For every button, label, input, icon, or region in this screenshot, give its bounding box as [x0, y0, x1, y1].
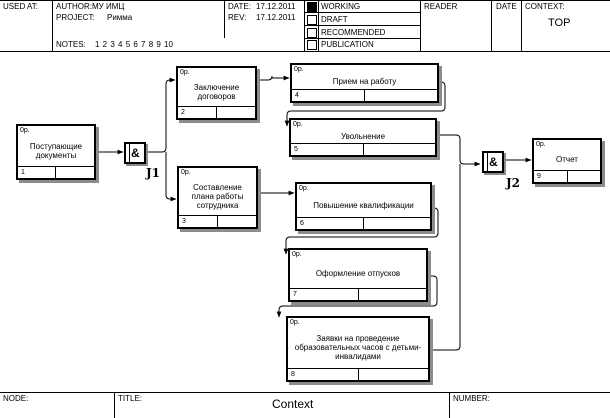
rev-label: REV:: [228, 13, 247, 22]
diagram-header: USED AT: AUTHOR: МУ ИМЦ PROJECT: Римма D…: [0, 0, 610, 52]
box-number: 4: [295, 92, 299, 99]
box-cost: 0р.: [299, 185, 309, 192]
arrow-hiring-to-dismissal: [284, 81, 446, 127]
box-footer: [297, 217, 430, 229]
notes-label: NOTES:: [56, 40, 86, 49]
box-number: 7: [293, 291, 297, 298]
box-cost: 0р.: [294, 66, 304, 73]
activity-box-6[interactable]: 0р. Повышение квалификации 6: [295, 182, 432, 231]
box-cost: 0р.: [292, 251, 302, 258]
number-label: NUMBER:: [453, 394, 490, 403]
box-number: 9: [537, 173, 541, 180]
status-publication-marker: [307, 40, 317, 50]
junction-and-symbol: &: [131, 146, 140, 160]
box-label: Отчет: [556, 155, 578, 164]
arrow-requests-to-j2: [428, 164, 461, 351]
arrow-vacations-to-requests: [276, 275, 438, 318]
project-label: PROJECT:: [56, 13, 95, 22]
activity-box-1[interactable]: 0р. Поступающие документы 1: [16, 124, 96, 180]
rev-value: 17.12.2011: [256, 13, 296, 22]
junction-bar: [129, 144, 130, 162]
junction-j2-label: J2: [506, 176, 521, 190]
box-cost: 0р.: [293, 121, 303, 128]
status-draft-marker: [307, 15, 317, 25]
used-at-label: USED AT:: [3, 2, 38, 11]
status-publication: PUBLICATION: [321, 40, 374, 49]
status-recommended-marker: [307, 28, 317, 38]
junction-j1-label: J1: [146, 166, 161, 180]
arrow-j1-to-plan: [165, 152, 177, 202]
box-number: 6: [300, 220, 304, 227]
date-label: DATE:: [228, 2, 251, 11]
author-value: МУ ИМЦ: [92, 2, 125, 11]
activity-box-4[interactable]: 0р. Прием на работу 4: [290, 63, 439, 103]
box-label: Составление плана работы сотрудника: [191, 182, 244, 210]
title-label: TITLE:: [118, 394, 143, 403]
author-label: AUTHOR:: [56, 2, 92, 11]
box-number: 8: [291, 371, 295, 378]
reader-label: READER: [424, 2, 458, 11]
activity-box-5[interactable]: 0р. Увольнение 5: [289, 118, 437, 157]
box-label: Повышение квалификации: [313, 200, 414, 210]
box-cost: 0р.: [536, 141, 546, 148]
box-footer: [179, 215, 256, 227]
box-footer: [178, 106, 255, 118]
node-label: NODE:: [3, 394, 29, 403]
box-cost: 0р.: [20, 127, 30, 134]
box-footer: [534, 170, 600, 182]
activity-box-7[interactable]: 0р. Оформление отпусков 7: [288, 248, 428, 302]
arrow-j1-to-contracts: [148, 77, 176, 153]
box-label: Увольнение: [340, 131, 386, 141]
context-value: TOP: [548, 17, 571, 29]
box-footer: [290, 288, 426, 300]
box-label: Заявки на проведение образовательных час…: [294, 334, 422, 361]
box-number: 5: [294, 146, 298, 153]
junction-j2[interactable]: &: [482, 151, 504, 173]
status-working-marker: [307, 2, 317, 12]
status-recommended: RECOMMENDED: [321, 28, 386, 37]
box-label: Прием на работу: [332, 77, 397, 86]
arrow-contracts-to-hiring: [255, 75, 290, 81]
box-label: Поступающие документы: [29, 141, 83, 160]
box-number: 1: [21, 169, 25, 176]
box-number: 2: [181, 109, 185, 116]
notes-numbers: 1 2 3 4 5 6 7 8 9 10: [95, 40, 173, 49]
date-value: 17.12.2011: [256, 2, 296, 11]
arrow-dismissal-to-j2: [435, 134, 481, 167]
box-cost: 0р.: [290, 319, 300, 326]
junction-j1[interactable]: &: [124, 142, 146, 164]
junction-and-symbol: &: [489, 155, 498, 169]
activity-box-9[interactable]: 0р. Отчет 9: [532, 138, 602, 184]
activity-box-2[interactable]: 0р. Заключение договоров 2: [176, 66, 257, 120]
box-cost: 0р.: [181, 169, 191, 176]
reader-date-label: DATE: [496, 2, 517, 11]
status-draft: DRAFT: [321, 15, 348, 24]
box-footer: [291, 143, 435, 155]
box-label: Заключение договоров: [193, 82, 240, 101]
project-value: Римма: [107, 13, 133, 22]
context-label: CONTEXT:: [525, 2, 565, 11]
box-footer: [292, 89, 437, 101]
junction-bar: [487, 153, 488, 171]
title-value: Context: [272, 397, 314, 411]
box-cost: 0р.: [180, 69, 190, 76]
box-footer: [288, 368, 428, 380]
box-footer: [18, 166, 94, 178]
box-number: 3: [182, 218, 186, 225]
activity-box-8[interactable]: 0р. Заявки на проведение образовательных…: [286, 316, 430, 382]
diagram-footer: NODE: TITLE: Context NUMBER:: [0, 392, 610, 418]
activity-box-3[interactable]: 0р. Составление плана работы сотрудника …: [177, 166, 258, 229]
box-label: Оформление отпусков: [315, 269, 401, 278]
status-working: WORKING: [321, 2, 361, 11]
arrow-training-to-vacations: [283, 207, 439, 255]
